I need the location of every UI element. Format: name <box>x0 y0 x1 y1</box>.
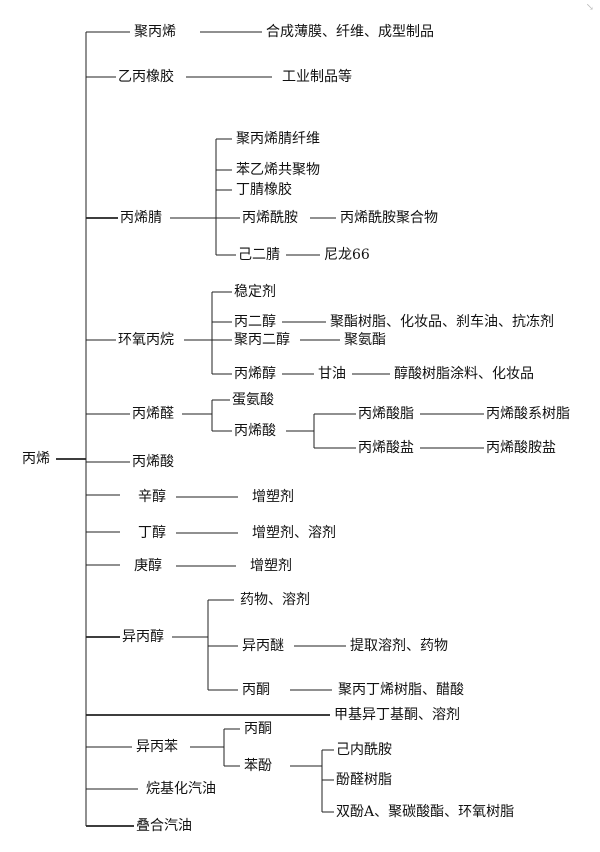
node-bingxisuan: 丙烯酸 <box>132 454 174 470</box>
node-xinchun-use: 增塑剂 <box>252 489 294 505</box>
node-dananshuan: 蛋氨酸 <box>232 392 274 408</box>
node-bingerchun-use: 聚酯树脂、化妆品、刹车油、抗冻剂 <box>330 314 554 330</box>
node-bingerchun: 丙二醇 <box>234 314 276 330</box>
node-ganyou: 甘油 <box>318 366 346 382</box>
node-bingxixianan: 丙烯酰胺 <box>242 210 298 226</box>
node-shuangfen: 双酚A、聚碳酸酯、环氧树脂 <box>336 804 515 820</box>
node-bingxisuanxishuzhi: 丙烯酸系树脂 <box>486 406 570 422</box>
node-jineixianan: 己内酰胺 <box>336 742 392 758</box>
node-benyixigongjuwu: 苯乙烯共聚物 <box>236 162 320 178</box>
node-dingchun: 丁醇 <box>138 525 166 541</box>
node-jubingxi: 聚丙烯 <box>134 24 176 40</box>
node-bingtong-a-use: 聚丙丁烯树脂、醋酸 <box>338 682 464 698</box>
node-xinchun: 辛醇 <box>138 489 166 505</box>
node-bingxijing: 丙烯腈 <box>120 210 162 226</box>
node-jubingerchun: 聚丙二醇 <box>234 332 290 348</box>
node-bingxisuan-sub: 丙烯酸 <box>234 423 276 439</box>
node-jiajiyidingjitong: 甲基异丁基酮、溶剂 <box>334 707 460 723</box>
node-wanjihuaqiyou: 烷基化汽油 <box>146 781 216 797</box>
root-propylene: 丙烯 <box>22 451 50 467</box>
node-bingxichun: 丙烯醇 <box>234 366 276 382</box>
node-bingxisuanzhi: 丙烯酸脂 <box>358 406 414 422</box>
node-benfen: 苯酚 <box>244 758 272 774</box>
node-ganyou-use: 醇酸树脂涂料、化妆品 <box>394 366 534 382</box>
node-yibingxiangjiao-use: 工业制品等 <box>282 69 352 85</box>
node-yibingchun: 异丙醇 <box>122 629 164 645</box>
node-wendingji: 稳定剂 <box>234 284 276 300</box>
node-fenquanshuzhi: 酚醛树脂 <box>336 772 392 788</box>
node-jierjing: 己二腈 <box>238 247 280 263</box>
node-bingxixiananjuhewu: 丙烯酰胺聚合物 <box>340 210 438 226</box>
node-bingtong-a: 丙酮 <box>242 682 270 698</box>
node-diehiqiyou: 叠合汽油 <box>136 818 192 834</box>
node-jubingxi-use: 合成薄膜、纤维、成型制品 <box>266 24 434 40</box>
node-gengchun-use: 增塑剂 <box>250 558 292 574</box>
corner-arrow-icon: ↘ <box>585 2 594 13</box>
node-yibingmi: 异丙醚 <box>242 638 284 654</box>
node-nilong66: 尼龙66 <box>324 247 370 263</box>
node-yaowurongji: 药物、溶剂 <box>240 592 310 608</box>
node-juanzhi: 聚氨酯 <box>344 332 386 348</box>
node-yibingben: 异丙苯 <box>136 739 178 755</box>
node-bingxiquan: 丙烯醛 <box>132 406 174 422</box>
node-jubingxijingxianwei: 聚丙烯腈纤维 <box>236 131 320 147</box>
node-dingchun-use: 增塑剂、溶剂 <box>252 525 336 541</box>
node-yibingxiangjiao: 乙丙橡胶 <box>118 69 174 85</box>
node-bingxisuanyan: 丙烯酸盐 <box>358 440 414 456</box>
node-bingtong-b: 丙酮 <box>244 721 272 737</box>
node-yibingmi-use: 提取溶剂、药物 <box>350 638 448 654</box>
node-dingjingxiangjiao: 丁腈橡胶 <box>236 182 292 198</box>
node-gengchun: 庚醇 <box>134 558 162 574</box>
node-huanyangbingwan: 环氧丙烷 <box>118 332 174 348</box>
node-bingxisuananyan: 丙烯酸胺盐 <box>486 440 556 456</box>
